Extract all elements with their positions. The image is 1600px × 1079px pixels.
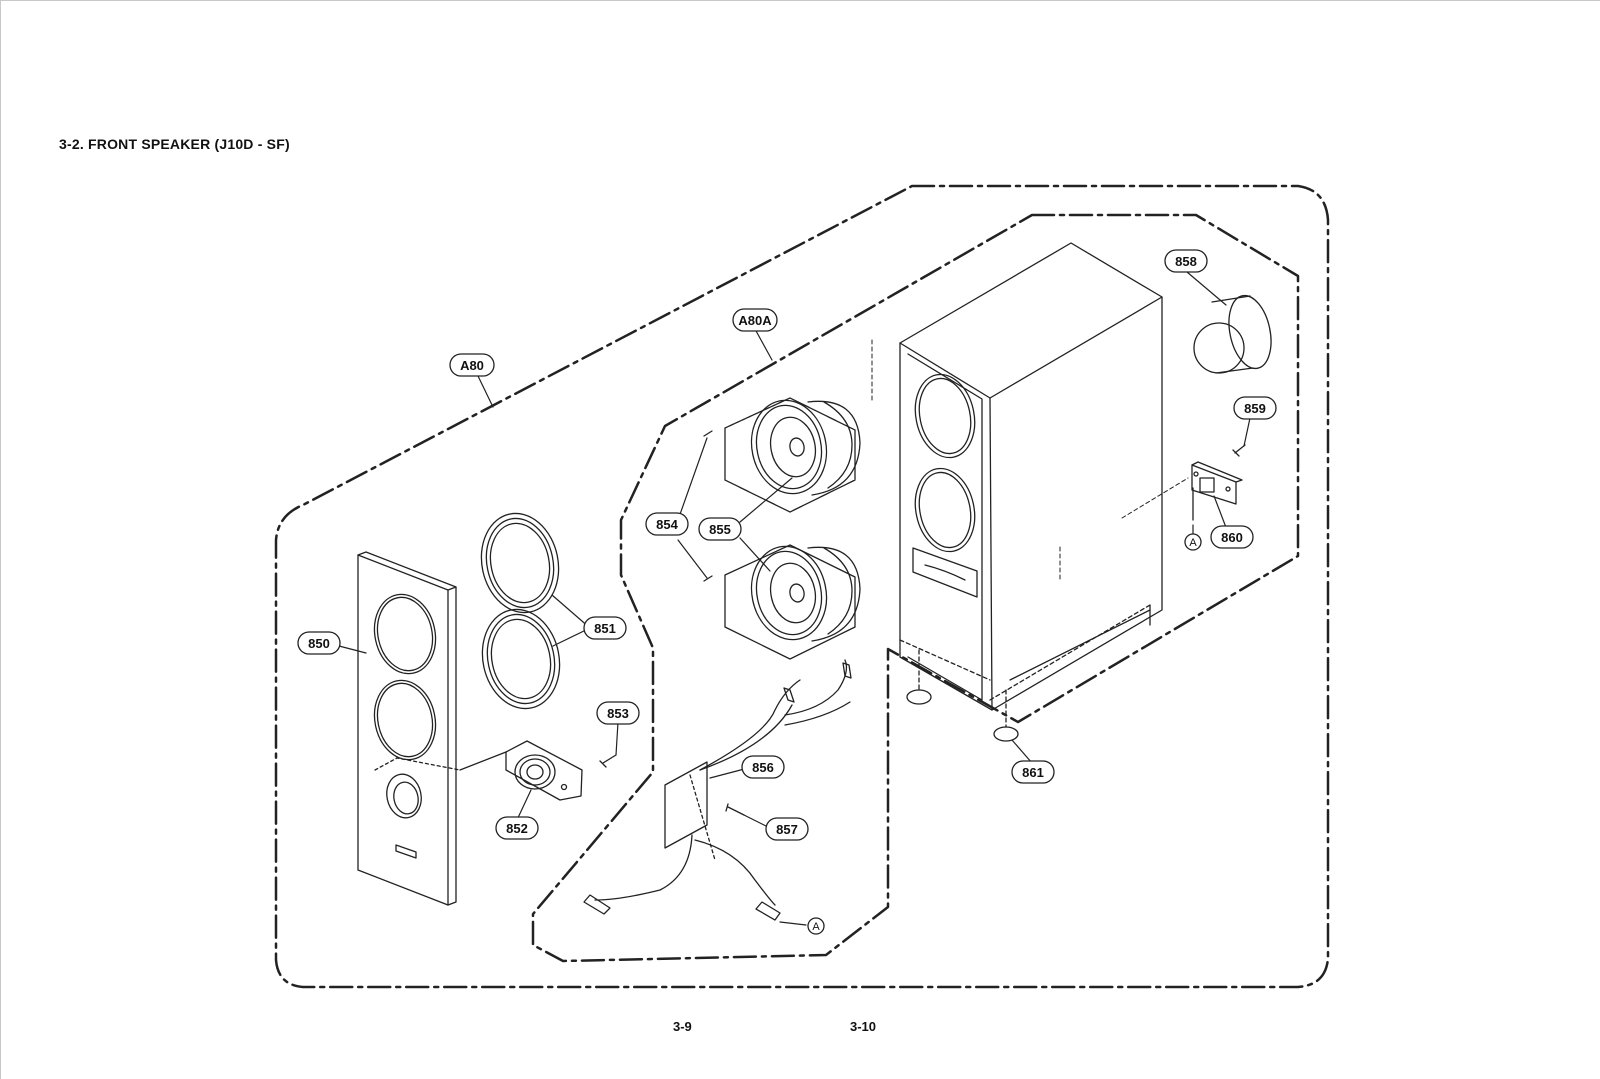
callout-857-bubble [765, 817, 809, 841]
feet-861 [906, 649, 1019, 742]
leader-855b [739, 537, 771, 572]
port-tube-858 [1193, 294, 1272, 374]
leader-860 [1213, 495, 1228, 531]
tweeter-852 [459, 740, 583, 801]
leader-854a [677, 437, 708, 521]
leader-a80a [754, 328, 773, 361]
leader-854b [677, 539, 708, 579]
page-top-border [0, 0, 1600, 1]
front-baffle-850 [357, 551, 461, 906]
screw-859 [1232, 444, 1246, 457]
callout-859: 859 [1244, 401, 1266, 416]
callout-859-bubble [1233, 396, 1277, 420]
ref-a-circle-1 [1184, 533, 1202, 551]
callout-860-bubble [1210, 525, 1254, 549]
page-number-left: 3-9 [673, 1019, 692, 1034]
woofer-855-lower [724, 544, 861, 660]
cabinet-box [899, 242, 1163, 711]
callout-860: 860 [1221, 530, 1243, 545]
callout-851-bubble [583, 616, 627, 640]
callout-853-bubble [596, 701, 640, 725]
assembly-a80-boundary [274, 184, 1330, 989]
leader-851a [551, 594, 591, 629]
callout-850-bubble [297, 631, 341, 655]
callout-a80a: A80A [738, 313, 772, 328]
callout-850: 850 [308, 636, 330, 651]
callout-852: 852 [506, 821, 528, 836]
callout-861: 861 [1022, 765, 1044, 780]
screw-853 [599, 754, 617, 768]
callout-857: 857 [776, 822, 798, 837]
leader-853 [615, 721, 619, 756]
callout-853: 853 [607, 706, 629, 721]
page-number-right: 3-10 [850, 1019, 877, 1034]
screw-857 [725, 803, 745, 816]
callout-858: 858 [1175, 254, 1197, 269]
connector-ref-a-1: A [1189, 537, 1197, 549]
callout-856-bubble [741, 755, 785, 779]
terminal-plate-860 [1191, 461, 1243, 521]
callout-858-bubble [1164, 249, 1208, 273]
woofer-855-upper [724, 397, 861, 513]
connector-ref-a-2: A [812, 921, 820, 933]
dash-cabinet-3 [1121, 477, 1189, 519]
callout-855: 855 [709, 522, 731, 537]
ref-a-circle-2 [807, 917, 825, 935]
crossover-board-856 [583, 659, 852, 921]
leader-861 [1011, 739, 1033, 764]
callout-852-bubble [495, 816, 539, 840]
callout-854-bubble [645, 512, 689, 536]
callout-851: 851 [594, 621, 616, 636]
assembly-a80a-boundary [531, 213, 1300, 963]
leader-850 [338, 645, 367, 654]
leader-858 [1186, 271, 1227, 306]
callout-856: 856 [752, 760, 774, 775]
page-left-border [0, 0, 1, 1079]
leader-859 [1243, 417, 1251, 447]
callout-a80-bubble [449, 353, 495, 377]
callout-a80: A80 [460, 358, 484, 373]
speaker-rings-851 [480, 512, 561, 710]
leader-a80 [477, 375, 494, 408]
section-title: 3-2. FRONT SPEAKER (J10D - SF) [59, 136, 290, 152]
leader-855a [739, 477, 793, 523]
callout-855-bubble [698, 517, 742, 541]
callout-854: 854 [656, 517, 678, 532]
callout-861-bubble [1011, 760, 1055, 784]
screws-854 [703, 430, 713, 582]
leader-ref-a-2 [779, 921, 807, 926]
leader-857 [743, 814, 771, 829]
callout-a80a-bubble [732, 308, 778, 332]
